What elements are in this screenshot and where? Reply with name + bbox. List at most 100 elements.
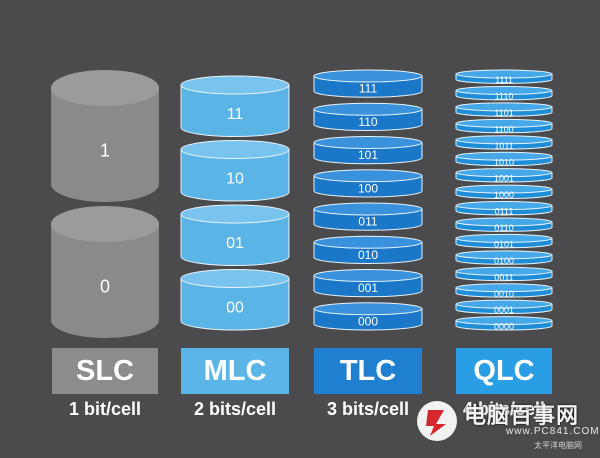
- cell-level-label: 01: [226, 235, 244, 252]
- badge-tlc: TLC: [314, 348, 422, 394]
- cell-top: [313, 169, 423, 183]
- caption-qlc: 4 bits/cell: [462, 399, 546, 419]
- cell-level-label: 000: [358, 314, 378, 328]
- cell-level: 0011: [455, 266, 553, 282]
- cell-top: [313, 269, 423, 282]
- watermark: 电脑百事网 www.PC841.COM 太平洋电脑网: [414, 394, 600, 458]
- cell-level-label: 1100: [494, 124, 513, 134]
- cell-top: [313, 69, 423, 83]
- watermark-logo-icon: [417, 401, 457, 441]
- cell-level-label: 1111: [495, 75, 513, 85]
- cell-top: [313, 235, 423, 249]
- stack-mlc: 11 10 01 00: [180, 75, 290, 331]
- cell-top: [455, 184, 553, 194]
- cell-level-label: 00: [226, 300, 244, 317]
- cell-top: [455, 85, 553, 95]
- cell-level: 000: [313, 302, 423, 331]
- watermark-brand: 电脑百事网: [464, 404, 580, 429]
- cell-level: 00: [180, 269, 290, 331]
- cell-level: 10: [180, 140, 290, 202]
- cell-top: [51, 206, 159, 242]
- cell-level: 1: [51, 70, 159, 202]
- cell-body: [51, 224, 159, 338]
- cell-top: [455, 151, 553, 161]
- cell-level-label: 1101: [494, 108, 513, 118]
- cell-body: [180, 149, 290, 202]
- cell-level: 1010: [455, 151, 553, 167]
- stack-slc: 10: [51, 70, 159, 338]
- cell-level: 0010: [455, 283, 553, 299]
- cell-level-label: 0111: [495, 207, 514, 217]
- cell-level: 11: [180, 75, 290, 137]
- cell-level-label: 1010: [494, 157, 514, 167]
- watermark-tagline: 太平洋电脑网: [534, 441, 582, 450]
- cell-level: 1001: [455, 168, 553, 184]
- cell-level: 010: [313, 235, 423, 264]
- cell-top: [455, 233, 553, 243]
- cell-top: [313, 202, 423, 216]
- cell-top: [455, 316, 553, 326]
- cell-top: [180, 204, 290, 224]
- cell-level-label: 1110: [495, 92, 514, 102]
- cell-top: [455, 118, 553, 128]
- cell-top: [180, 269, 290, 288]
- cell-level: 1100: [455, 118, 553, 134]
- cell-level-label: 0000: [494, 322, 514, 332]
- cell-level-label: 0100: [494, 256, 514, 266]
- cell-top: [180, 140, 290, 159]
- cell-level-label: 0101: [494, 239, 514, 249]
- cell-level-label: 1000: [494, 190, 514, 200]
- cell-level-label: 1001: [494, 174, 514, 184]
- cell-level: 01: [180, 204, 290, 266]
- cell-body: [180, 213, 290, 266]
- cell-top: [455, 69, 553, 79]
- stack-qlc: 1111 1110 1101 1100 1011 1010 1001 1000 0111 0110…: [455, 69, 553, 332]
- cell-level: 1000: [455, 184, 553, 200]
- cell-level-label: 110: [358, 115, 377, 129]
- cell-level: 110: [313, 102, 423, 131]
- cell-top: [455, 266, 553, 276]
- cell-level-label: 0: [100, 277, 110, 297]
- cell-top: [313, 102, 423, 116]
- cell-top: [455, 102, 553, 112]
- cell-level-label: 0001: [494, 305, 514, 315]
- cell-level-label: 10: [226, 171, 244, 188]
- cell-level: 0001: [455, 299, 553, 315]
- cell-top: [313, 136, 423, 149]
- cell-body: [180, 84, 290, 137]
- cell-level-label: 11: [227, 106, 244, 123]
- cell-level: 001: [313, 269, 423, 298]
- cell-top: [313, 302, 423, 316]
- cell-top: [455, 217, 553, 227]
- cell-level: 1110: [455, 85, 553, 102]
- cell-top: [455, 299, 553, 309]
- cell-level: 0100: [455, 250, 553, 266]
- cell-level: 0110: [455, 217, 553, 233]
- cell-body: [180, 278, 290, 331]
- cell-level: 100: [313, 169, 423, 198]
- cell-level-label: 100: [358, 181, 378, 195]
- cell-level-label: 011: [358, 215, 377, 229]
- cell-level: 1111: [455, 69, 553, 85]
- cell-level-label: 001: [358, 281, 378, 295]
- cell-level-label: 0011: [494, 272, 513, 282]
- cell-level-label: 1011: [494, 141, 513, 151]
- badge-qlc: QLC: [456, 348, 552, 394]
- cell-top: [51, 70, 159, 106]
- cell-body: [51, 88, 159, 202]
- cell-level-label: 0010: [494, 289, 514, 299]
- cell-level: 101: [313, 136, 423, 165]
- cell-level: 1101: [455, 102, 553, 118]
- cell-top: [455, 135, 553, 145]
- cell-top: [455, 250, 553, 260]
- watermark-url: www.PC841.COM: [506, 426, 600, 437]
- caption-tlc: 3 bits/cell: [326, 399, 410, 419]
- cell-level-label: 0110: [494, 223, 513, 233]
- cell-top: [455, 201, 553, 210]
- cell-level: 011: [313, 202, 423, 231]
- cell-level-label: 1: [100, 141, 110, 161]
- cell-top: [180, 75, 290, 95]
- badge-slc: SLC: [52, 348, 158, 394]
